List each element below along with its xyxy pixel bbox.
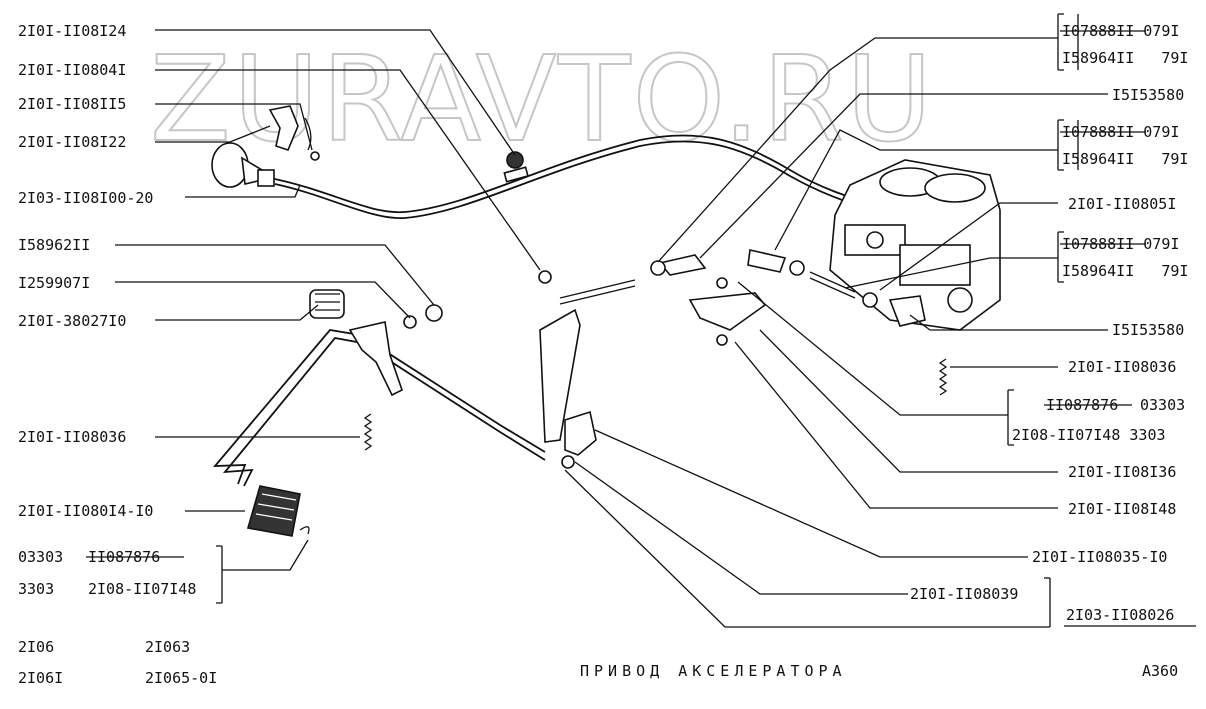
part-label: 2I0I-II0805I bbox=[1068, 195, 1176, 213]
part-label: 2I0I-II08I22 bbox=[18, 133, 126, 151]
part-label: I259907I bbox=[18, 274, 90, 292]
nut-left-icon bbox=[650, 260, 666, 276]
model-code: 2I063 bbox=[145, 638, 190, 656]
sheet-code: A360 bbox=[1142, 662, 1178, 680]
diagram-title: ПРИВОД АКСЕЛЕРАТОРА bbox=[580, 662, 847, 680]
washer-lower-icon bbox=[716, 334, 728, 346]
nut-carb-icon bbox=[862, 292, 878, 308]
footer: 2I06 2I06I 2I063 2I065-0I ПРИВОД АКСЕЛЕР… bbox=[18, 638, 1178, 687]
part-label: 2I0I-II08II5 bbox=[18, 95, 126, 113]
part-label: I58962II bbox=[18, 236, 90, 254]
clip-bracket-icon bbox=[268, 105, 299, 151]
model-code: 2I06 bbox=[18, 638, 54, 656]
link-rod bbox=[559, 279, 636, 299]
cable-sleeve bbox=[503, 166, 529, 183]
model-code: 2I065-0I bbox=[145, 669, 217, 687]
part-label: 03303 bbox=[1140, 396, 1185, 414]
rod-clip-icon bbox=[538, 270, 552, 284]
part-label: 3303 bbox=[18, 580, 54, 598]
circlip-icon bbox=[299, 526, 310, 535]
part-label: I5I53580 bbox=[1112, 86, 1184, 104]
ball-joint-icon bbox=[888, 295, 926, 327]
pedal-lever bbox=[213, 329, 546, 485]
bracket-plate-icon bbox=[688, 292, 767, 331]
part-label: 2I0I-II08I36 bbox=[1068, 463, 1176, 481]
model-code: 2I06I bbox=[18, 669, 63, 687]
rod-end-right-icon bbox=[747, 249, 787, 273]
knob-collar bbox=[257, 169, 275, 187]
part-label: 2I0I-II080I4-I0 bbox=[18, 502, 153, 520]
carburetor-icon bbox=[829, 159, 1001, 331]
part-label: 2I08-II07I48 bbox=[88, 580, 196, 598]
part-label: I58964II 79I bbox=[1062, 150, 1188, 168]
labels-right: I07888II 079I I58964II 79I I5I53580 I078… bbox=[910, 22, 1196, 627]
nut-right-icon bbox=[789, 260, 805, 276]
part-label: 2I0I-II08036 bbox=[1068, 358, 1176, 376]
cable-inner bbox=[274, 140, 881, 219]
lever-support-icon bbox=[564, 410, 597, 456]
labels-left: 2I0I-II08I24 2I0I-II0804I 2I0I-II08II5 2… bbox=[18, 22, 196, 598]
part-label: 2I0I-II08036 bbox=[18, 428, 126, 446]
nut-small-icon bbox=[403, 315, 417, 329]
leader-lines bbox=[115, 13, 1108, 628]
bushing-icon bbox=[506, 151, 524, 169]
cable-outer bbox=[269, 134, 881, 214]
part-label: I58964II 79I bbox=[1062, 49, 1188, 67]
part-label: 2I0I-II08035-I0 bbox=[1032, 548, 1167, 566]
small-clip bbox=[310, 151, 320, 161]
return-spring-right-icon bbox=[938, 358, 948, 396]
part-label: 03303 bbox=[18, 548, 63, 566]
part-label: 2I03-II08026 bbox=[1066, 606, 1174, 624]
part-label: 2I08-II07I48 3303 bbox=[1012, 426, 1166, 444]
parts-drawing bbox=[211, 105, 1001, 537]
spring-clip-icon bbox=[304, 117, 312, 151]
part-label: 2I0I-II08I24 bbox=[18, 22, 126, 40]
part-label: 2I0I-II08I48 bbox=[1068, 500, 1176, 518]
part-label: I5I53580 bbox=[1112, 321, 1184, 339]
part-label: 2I03-II08I00-20 bbox=[18, 189, 153, 207]
rod-end-left-icon bbox=[658, 254, 707, 276]
watermark: ZURAVTO.RU bbox=[150, 30, 934, 168]
intermediate-lever-icon bbox=[539, 308, 581, 443]
part-label: I58964II 79I bbox=[1062, 262, 1188, 280]
part-label: 2I0I-II08039 bbox=[910, 585, 1018, 603]
pivot-pin-icon bbox=[561, 455, 575, 469]
part-label: 2I0I-38027I0 bbox=[18, 312, 126, 330]
washer-upper-icon bbox=[716, 277, 728, 289]
nut-large-icon bbox=[425, 304, 443, 322]
part-label: 2I0I-II0804I bbox=[18, 61, 126, 79]
pedal-pad-icon bbox=[246, 485, 301, 537]
threaded-rod bbox=[809, 271, 856, 293]
shaft-bracket-icon bbox=[348, 321, 403, 397]
rubber-boot-icon bbox=[309, 289, 345, 319]
return-spring-left-icon bbox=[363, 413, 373, 451]
